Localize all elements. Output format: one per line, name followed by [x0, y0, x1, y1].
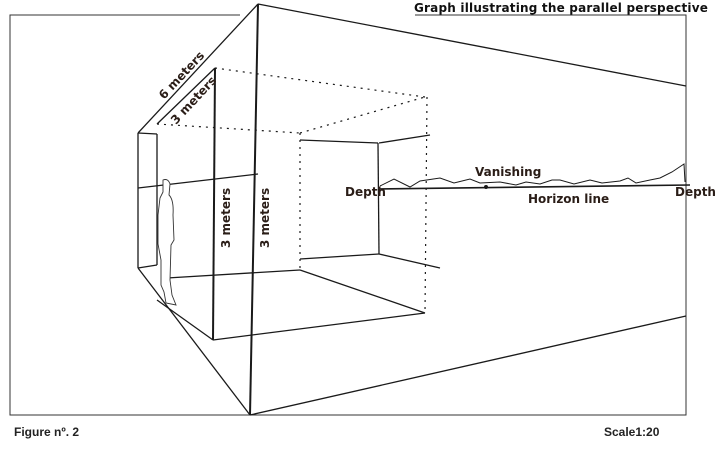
label-depth-left: Depth — [345, 185, 386, 199]
back-wall-top-right — [378, 134, 431, 144]
label-horizon-line: Horizon line — [528, 192, 609, 206]
frame-border — [9, 14, 687, 416]
outer-top-to-vanish — [257, 3, 687, 87]
dotted-cross — [299, 96, 426, 134]
person-outline — [157, 179, 177, 306]
mountain-silhouette-icon — [379, 163, 686, 188]
inner-bottom-left-diagonal — [156, 299, 214, 341]
back-wall-bottom-right — [378, 253, 441, 269]
label-vanishing: Vanishing — [475, 165, 541, 179]
label-depth-right: Depth — [675, 185, 716, 199]
outer-box — [137, 3, 687, 416]
horizon — [377, 163, 691, 190]
inner-front-vertical — [212, 67, 216, 341]
back-wall-right — [377, 142, 380, 255]
back-wall-top — [299, 139, 379, 144]
dotted-right-vertical — [424, 96, 428, 314]
dotted-guides — [156, 67, 428, 314]
inner-floor-side — [299, 269, 426, 314]
inner-floor-front — [212, 312, 426, 341]
dotted-top-back — [214, 67, 426, 98]
label-outer-height: 3 meters — [258, 188, 272, 248]
inner-box — [156, 67, 441, 341]
floor-back-line — [166, 269, 301, 279]
wall-mid-line — [137, 173, 259, 189]
outer-bottom-left-diagonal — [137, 267, 251, 416]
outer-front-vertical — [249, 3, 259, 416]
horizon-line — [377, 184, 691, 190]
back-wall-bottom — [299, 253, 380, 260]
label-inner-height: 3 meters — [219, 188, 233, 248]
figure-caption: Figure nº. 2 — [14, 425, 80, 439]
dotted-mid-back — [156, 123, 301, 134]
outer-back-bottom — [137, 264, 158, 269]
frame — [9, 14, 687, 416]
scale-label: Scale1:20 — [604, 425, 660, 439]
vanishing-point — [484, 185, 488, 189]
outer-back-top — [137, 132, 158, 135]
figure-title: Graph illustrating the parallel perspect… — [414, 1, 709, 15]
human-figure-icon — [157, 179, 177, 306]
outer-top-left-diagonal — [137, 3, 259, 134]
inner-top-left-diagonal — [156, 67, 216, 125]
outer-bottom-to-vanish — [249, 315, 687, 416]
